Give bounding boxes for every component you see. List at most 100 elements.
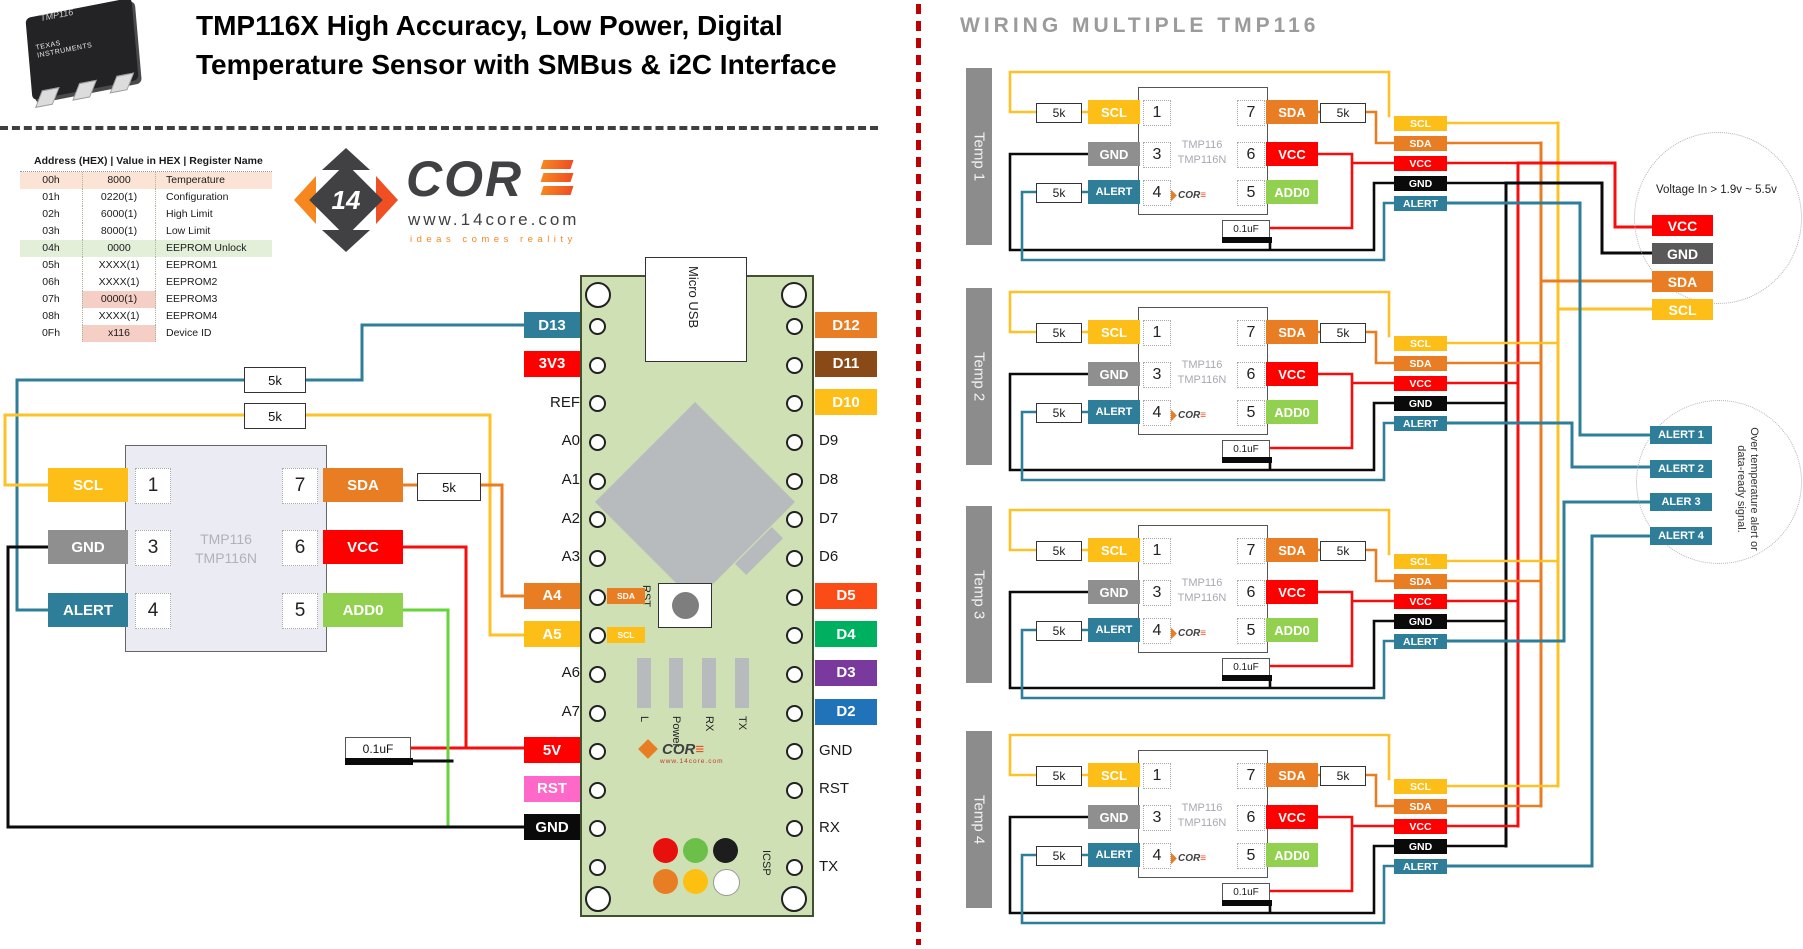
table-row: 02h 6000(1) High Limit — [20, 206, 272, 223]
pin-label: RST — [524, 775, 580, 802]
pullup-resistor: 5k — [1036, 183, 1082, 203]
pin-hole-icon — [589, 743, 606, 761]
pin-number-4: 4 — [1143, 843, 1171, 869]
pin-label: D8 — [819, 471, 839, 489]
pullup-resistor: 5k — [1036, 766, 1082, 786]
pin-row: D13 — [0, 312, 900, 340]
bus-tag-sda: SDA — [1394, 574, 1447, 589]
mount-hole-icon — [781, 282, 807, 308]
pin-label-scl: SCL — [1088, 763, 1140, 787]
temp-label-bar: Temp 2 — [966, 288, 992, 465]
pin-number-7: 7 — [1237, 538, 1265, 564]
pin-number-6: 6 — [1237, 142, 1265, 168]
table-row: 00h 8000 Temperature — [20, 172, 272, 189]
pin-row: A5 — [0, 621, 900, 649]
pin-row: A4 — [0, 582, 900, 611]
temp-sensor-block: Temp 1 TMP116 TMP116N COR≡ 5k 5k 5k SCL … — [0, 60, 1803, 272]
pin-row: 3V3 — [0, 350, 900, 379]
pin-label-vcc: VCC — [323, 530, 403, 564]
pin-row: A0 — [0, 428, 900, 456]
pin-label-sda: SDA — [323, 468, 403, 502]
bus-tag-gnd: GND — [1394, 614, 1447, 629]
bus-tag-alert: ALERT — [1394, 416, 1447, 431]
tmp116-chip-name: TMP116 TMP116N — [1164, 801, 1240, 831]
pin-number-1: 1 — [1143, 320, 1171, 346]
pullup-resistor: 5k — [1320, 103, 1366, 123]
pin-number-5: 5 — [1237, 618, 1265, 644]
pin-row: D9 — [0, 428, 900, 456]
pin-hole-icon — [786, 627, 803, 645]
register-value: x116 — [82, 325, 156, 342]
pin-hole-icon — [589, 665, 606, 683]
pin-hole-icon — [786, 665, 803, 683]
pin-row: D3 — [0, 659, 900, 688]
chip-logo: COR≡ — [1164, 189, 1207, 202]
bus-tag-sda: SDA — [1394, 799, 1447, 814]
pin-hole-icon — [786, 356, 803, 374]
bus-tag-gnd: GND — [1394, 839, 1447, 854]
tmp116-chip-name: TMP116 TMP116N — [1164, 358, 1240, 388]
table-row: 08h XXXX(1) EEPROM4 — [20, 308, 272, 325]
bus-tag-alert: ALERT — [1394, 634, 1447, 649]
pin-label: RX — [819, 818, 840, 836]
pin-row — [0, 853, 900, 881]
alert-note: Over temperature alert or data-ready sig… — [1734, 404, 1760, 574]
alert-note-line2: data-ready signal. — [1735, 445, 1747, 533]
pin-number-3: 3 — [135, 530, 171, 566]
pin-label-sda: SDA — [1266, 763, 1318, 787]
temp-sensor-block: Temp 3 TMP116 TMP116N COR≡ 5k 5k 5k SCL … — [0, 498, 1803, 710]
pin-number-6: 6 — [282, 530, 318, 566]
pin-row: REF — [0, 389, 900, 417]
power-tag: VCC — [1652, 215, 1713, 236]
pullup-resistor: 5k — [1320, 541, 1366, 561]
pin-number-6: 6 — [1237, 362, 1265, 388]
14core-logo-icon: 14 — [294, 148, 398, 252]
pin-row: D5 — [0, 582, 900, 611]
led-bar-icon — [735, 658, 749, 708]
decoupling-capacitor: 0.1uF — [1222, 883, 1270, 901]
capacitor-bar-icon — [1222, 237, 1272, 243]
pin-hole-icon — [786, 704, 803, 722]
pin-row: D11 — [0, 350, 900, 379]
pin-number-5: 5 — [282, 593, 318, 629]
pin-label: A6 — [561, 664, 580, 682]
pin-row: D8 — [0, 467, 900, 495]
pin-hole-icon — [786, 781, 803, 799]
logo-url: www.14core.com — [408, 210, 580, 229]
pin-number-5: 5 — [1237, 180, 1265, 206]
pin-label: A1 — [561, 471, 580, 489]
pin-row: RST — [0, 776, 900, 804]
register-table: Address (HEX) | Value in HEX | Register … — [20, 152, 272, 342]
logo-arrow-down-icon — [322, 230, 370, 252]
pin-number-3: 3 — [1143, 362, 1171, 388]
temp-label-bar: Temp 1 — [966, 68, 992, 245]
pin-label: 5V — [524, 737, 580, 764]
bus-tag-scl: SCL — [1394, 336, 1447, 351]
chip-name-line1: TMP116 — [200, 531, 252, 547]
pin-row: D12 — [0, 312, 900, 340]
pin-number-6: 6 — [1237, 805, 1265, 831]
chip-name-line1: TMP116 — [1181, 359, 1223, 371]
color-dot-red-icon — [653, 838, 678, 863]
register-value: 0220(1) — [82, 189, 156, 206]
bus-tag-sda: SDA — [1394, 356, 1447, 371]
pin-hole-icon — [786, 472, 803, 490]
page-title: TMP116X High Accuracy, Low Power, Digita… — [196, 6, 916, 84]
pin-label: TX — [819, 857, 839, 875]
voltage-note: Voltage In > 1.9v ~ 5.5v — [1656, 184, 1777, 196]
mount-hole-icon — [585, 282, 611, 308]
chip-logo-word: COR≡ — [1178, 190, 1207, 201]
pin-hole-icon — [786, 511, 803, 529]
pin-label: RST — [819, 780, 849, 798]
alert-tag: ALERT 1 — [1650, 426, 1712, 444]
table-row: 04h 0000 EEPROM Unlock — [20, 240, 272, 257]
bus-tag-vcc: VCC — [1394, 594, 1447, 609]
pin-hole-icon — [786, 859, 803, 877]
pin-number-3: 3 — [1143, 142, 1171, 168]
pin-hole-icon — [589, 588, 606, 606]
register-name: Temperature — [156, 172, 272, 189]
chip-name-line1: TMP116 — [1181, 802, 1223, 814]
pin-label: A2 — [561, 509, 580, 527]
register-name: Configuration — [166, 191, 229, 203]
pin-hole-icon — [786, 433, 803, 451]
